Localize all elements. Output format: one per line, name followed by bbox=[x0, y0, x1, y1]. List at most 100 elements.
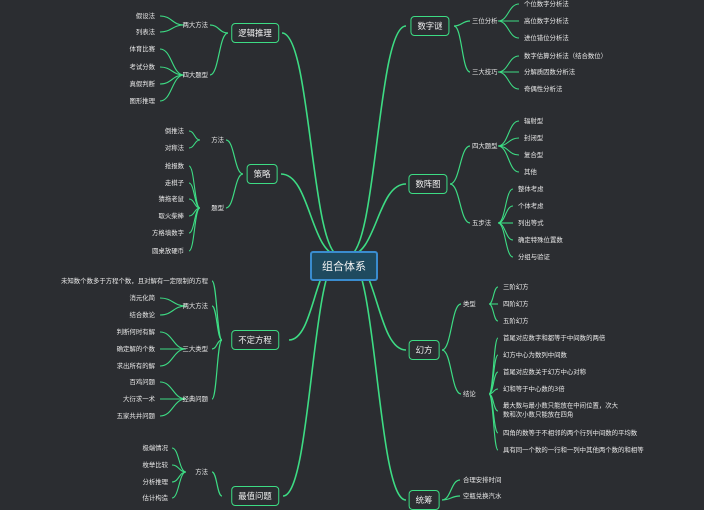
subtopic-five-steps[interactable]: 五步法 bbox=[472, 218, 492, 227]
subtopic-three-types[interactable]: 三大类型 bbox=[182, 344, 208, 353]
leaf-true-false[interactable]: 真假判断 bbox=[129, 79, 155, 88]
leaf-estimation[interactable]: 数字估算分析法（结合数位） bbox=[524, 51, 608, 60]
leaf-fifth-order[interactable]: 五阶幻方 bbox=[503, 316, 529, 325]
group-link-0 bbox=[209, 24, 229, 34]
leaf-estimate-construct[interactable]: 估计构造 bbox=[142, 493, 168, 502]
leaf-prime-factorization[interactable]: 分解质因数分析法 bbox=[524, 67, 576, 76]
leaf-conclusion-7[interactable]: 具有同一个数的一行和一列中其他两个数的和相等 bbox=[503, 445, 644, 454]
leaf-composite[interactable]: 复合型 bbox=[524, 150, 544, 159]
leaf-conclusion-6[interactable]: 四角的数等于不相邻的两个行列中间数的平均数 bbox=[503, 428, 638, 437]
leaf-number-theory[interactable]: 结合数论 bbox=[129, 310, 155, 319]
leaf-closed[interactable]: 封闭型 bbox=[524, 133, 544, 142]
leaf-conclusion-2[interactable]: 幻方中心为数列中间数 bbox=[503, 350, 567, 359]
branch-extreme-value[interactable]: 最值问题 bbox=[231, 486, 279, 506]
leaf-radial[interactable]: 辐射型 bbox=[524, 116, 544, 125]
leaf-when-solvable[interactable]: 判断何时有解 bbox=[116, 327, 155, 336]
root-topic[interactable]: 组合体系 bbox=[310, 251, 378, 281]
leaf-link-12-0 bbox=[488, 286, 499, 305]
leaf-link-11-4 bbox=[497, 222, 514, 258]
subtopic-three-digit-analysis[interactable]: 三位分析 bbox=[472, 16, 498, 25]
group-link-7 bbox=[211, 471, 223, 497]
leaf-link-2-0 bbox=[188, 130, 201, 141]
subtopic-four-types[interactable]: 四大题型 bbox=[182, 70, 208, 79]
leaf-link-11-3 bbox=[497, 222, 514, 241]
leaf-link-1-3 bbox=[159, 74, 185, 102]
subtopic-two-methods[interactable]: 两大方法 bbox=[182, 20, 208, 29]
branch-logic-reasoning[interactable]: 逻辑推理 bbox=[231, 23, 279, 43]
group-link-1 bbox=[209, 32, 229, 76]
leaf-link-3-5 bbox=[188, 207, 201, 252]
subtopic-types-magic[interactable]: 类型 bbox=[463, 299, 476, 308]
leaf-definition[interactable]: 未知数个数多于方程个数，且对解有一定限制的方程 bbox=[61, 276, 208, 285]
leaf-group-verify[interactable]: 分组与验证 bbox=[518, 252, 550, 261]
leaf-elimination[interactable]: 消元化简 bbox=[129, 293, 155, 302]
leaf-link-13-0 bbox=[488, 337, 499, 395]
leaf-equation[interactable]: 列出等式 bbox=[518, 218, 544, 227]
subtopic-classic-problems[interactable]: 经典问题 bbox=[182, 394, 208, 403]
leaf-overall[interactable]: 整体考虑 bbox=[518, 184, 544, 193]
leaf-special-position[interactable]: 确定特殊位置数 bbox=[518, 235, 563, 244]
leaf-link-definition bbox=[211, 280, 223, 341]
group-link-8 bbox=[453, 20, 471, 27]
leaf-all-solutions[interactable]: 求出所有的解 bbox=[116, 361, 155, 370]
leaf-take-matches[interactable]: 取火柴棒 bbox=[158, 211, 184, 220]
leaf-bottle-exchange[interactable]: 空瓶兑换汽水 bbox=[463, 491, 502, 500]
leaf-third-order[interactable]: 三阶幻方 bbox=[503, 282, 529, 291]
leaf-hundred-chickens[interactable]: 百鸡问题 bbox=[129, 377, 155, 386]
leaf-extreme-case[interactable]: 极端情况 bbox=[142, 443, 168, 452]
leaf-individual[interactable]: 个体考虑 bbox=[518, 201, 544, 210]
leaf-backward-method[interactable]: 倒推法 bbox=[164, 126, 184, 135]
leaf-arrange-time[interactable]: 合理安排时间 bbox=[463, 475, 502, 484]
leaf-conclusion-5[interactable]: 最大数与最小数只能放在中间位置，次大数和次小数只能放在四角 bbox=[503, 401, 619, 419]
leaf-fourth-order[interactable]: 四阶幻方 bbox=[503, 299, 529, 308]
subtopic-four-types-array[interactable]: 四大题型 bbox=[472, 141, 498, 150]
branch-number-puzzle[interactable]: 数字谜 bbox=[410, 16, 450, 36]
group-link-11 bbox=[449, 183, 471, 224]
leaf-move-pieces[interactable]: 走棋子 bbox=[164, 178, 184, 187]
leaf-exam-score[interactable]: 考试分数 bbox=[129, 62, 155, 71]
subtopic-question-types[interactable]: 题型 bbox=[211, 203, 224, 212]
branch-indeterminate-equation[interactable]: 不定方程 bbox=[231, 330, 279, 350]
leaf-others[interactable]: 其他 bbox=[524, 167, 537, 176]
leaf-link-8-2 bbox=[497, 20, 520, 39]
leaf-figure-reasoning[interactable]: 图形推理 bbox=[129, 96, 155, 105]
leaf-ones-digit[interactable]: 个位数字分析法 bbox=[524, 0, 569, 8]
leaf-link-4-1 bbox=[159, 305, 187, 316]
leaf-enumerate-compare[interactable]: 枚举比较 bbox=[142, 460, 168, 469]
root-link-5 bbox=[347, 183, 407, 257]
subtopic-conclusions[interactable]: 结论 bbox=[463, 389, 476, 398]
leaf-drag-mouse[interactable]: 猜拖老鼠 bbox=[158, 194, 184, 203]
leaf-count-solutions[interactable]: 确定解的个数 bbox=[116, 344, 155, 353]
leaf-grab-count[interactable]: 抢报数 bbox=[164, 161, 184, 170]
branch-number-array[interactable]: 数阵图 bbox=[408, 174, 448, 194]
leaf-carry-digit[interactable]: 进位错位分析法 bbox=[524, 33, 569, 42]
group-link-6 bbox=[211, 339, 223, 400]
root-link-0 bbox=[281, 32, 341, 257]
leaf-analysis-reasoning[interactable]: 分析推理 bbox=[142, 477, 168, 486]
leaf-grid-fill[interactable]: 方格填数字 bbox=[152, 228, 184, 237]
branch-magic-square[interactable]: 幻方 bbox=[408, 340, 440, 360]
leaf-high-digit[interactable]: 高位数字分析法 bbox=[524, 16, 569, 25]
leaf-five-families-well[interactable]: 五家共井问题 bbox=[116, 411, 155, 420]
leaf-conclusion-4[interactable]: 幻和等于中心数的3倍 bbox=[503, 384, 565, 393]
leaf-link-13-6 bbox=[488, 393, 499, 451]
leaf-conclusion-1[interactable]: 首尾对应数字和都等于中间数的两倍 bbox=[503, 333, 606, 342]
subtopic-three-techniques[interactable]: 三大技巧 bbox=[472, 67, 498, 76]
branch-planning[interactable]: 统筹 bbox=[408, 490, 440, 510]
leaf-round-table-coins[interactable]: 圆桌放硬币 bbox=[152, 246, 184, 255]
leaf-symmetry-method[interactable]: 对称法 bbox=[164, 143, 184, 152]
leaf-link-0-1 bbox=[159, 24, 185, 33]
group-link-10 bbox=[449, 145, 471, 185]
subtopic-method-extreme[interactable]: 方法 bbox=[195, 467, 208, 476]
leaf-parity[interactable]: 奇偶性分析法 bbox=[524, 84, 563, 93]
leaf-link-9-0 bbox=[497, 55, 520, 73]
leaf-table-method[interactable]: 列表法 bbox=[135, 27, 155, 36]
leaf-sports-match[interactable]: 体育比赛 bbox=[129, 44, 155, 53]
subtopic-two-methods-eq[interactable]: 两大方法 bbox=[182, 301, 208, 310]
leaf-dayan-method[interactable]: 大衍求一术 bbox=[123, 394, 155, 403]
leaf-conclusion-3[interactable]: 首尾对应数关于幻方中心对称 bbox=[503, 367, 587, 376]
subtopic-method[interactable]: 方法 bbox=[211, 135, 224, 144]
leaf-assumption-method[interactable]: 假设法 bbox=[135, 11, 155, 20]
root-link-3 bbox=[282, 255, 341, 497]
branch-strategy[interactable]: 策略 bbox=[246, 164, 278, 184]
